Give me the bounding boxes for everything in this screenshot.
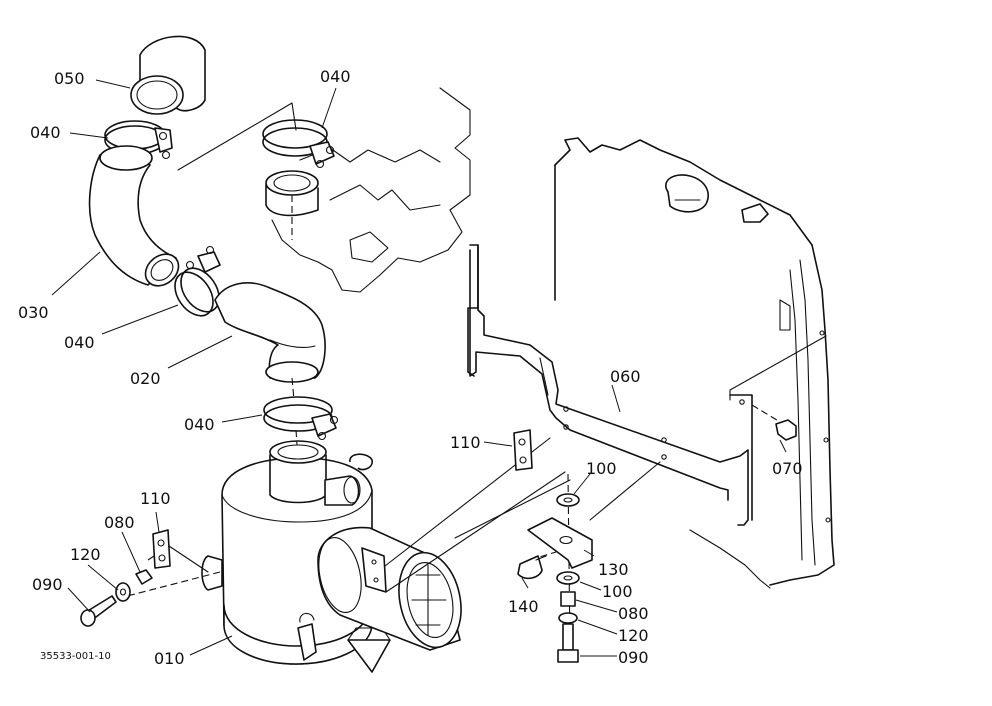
callout-060: 060 xyxy=(610,367,641,386)
callout-110-left: 110 xyxy=(140,489,171,508)
callout-080-right: 080 xyxy=(618,604,649,623)
callout-labels: 050 040 040 030 040 020 040 060 110 110 … xyxy=(18,67,803,668)
callout-040-low: 040 xyxy=(184,415,215,434)
callout-040-top: 040 xyxy=(320,67,351,86)
callout-120-right: 120 xyxy=(618,626,649,645)
callout-010: 010 xyxy=(154,649,185,668)
engine-block-outline xyxy=(177,87,471,293)
callout-040-mid: 040 xyxy=(64,333,95,352)
callout-100-low: 100 xyxy=(602,582,633,601)
hose-030 xyxy=(88,145,180,287)
air-cleaner-010 xyxy=(159,440,391,673)
clamp-040-top xyxy=(262,119,335,169)
callout-110-right: 110 xyxy=(450,433,481,452)
callout-100-top: 100 xyxy=(586,459,617,478)
callout-030: 030 xyxy=(18,303,49,322)
callout-020: 020 xyxy=(130,369,161,388)
callout-070: 070 xyxy=(772,459,803,478)
callout-120-left: 120 xyxy=(70,545,101,564)
callout-140: 140 xyxy=(508,597,539,616)
pipe-050 xyxy=(130,35,206,115)
callout-090-left: 090 xyxy=(32,575,63,594)
air-cleaner-cap xyxy=(317,526,462,651)
drawing-number: 35533-001-10 xyxy=(40,651,111,662)
callout-130: 130 xyxy=(598,560,629,579)
clamp-040-low xyxy=(263,396,339,441)
callout-080-left: 080 xyxy=(104,513,135,532)
hardware xyxy=(80,419,797,663)
callout-050: 050 xyxy=(54,69,85,88)
callout-040-top-left: 040 xyxy=(30,123,61,142)
callout-090-right: 090 xyxy=(618,648,649,667)
hose-020 xyxy=(214,282,326,383)
bracket-060 xyxy=(467,244,753,526)
clamp-040-mid xyxy=(174,245,221,317)
radiator xyxy=(554,137,835,589)
leader-lines xyxy=(51,79,787,657)
engine-intake-port xyxy=(265,170,319,217)
